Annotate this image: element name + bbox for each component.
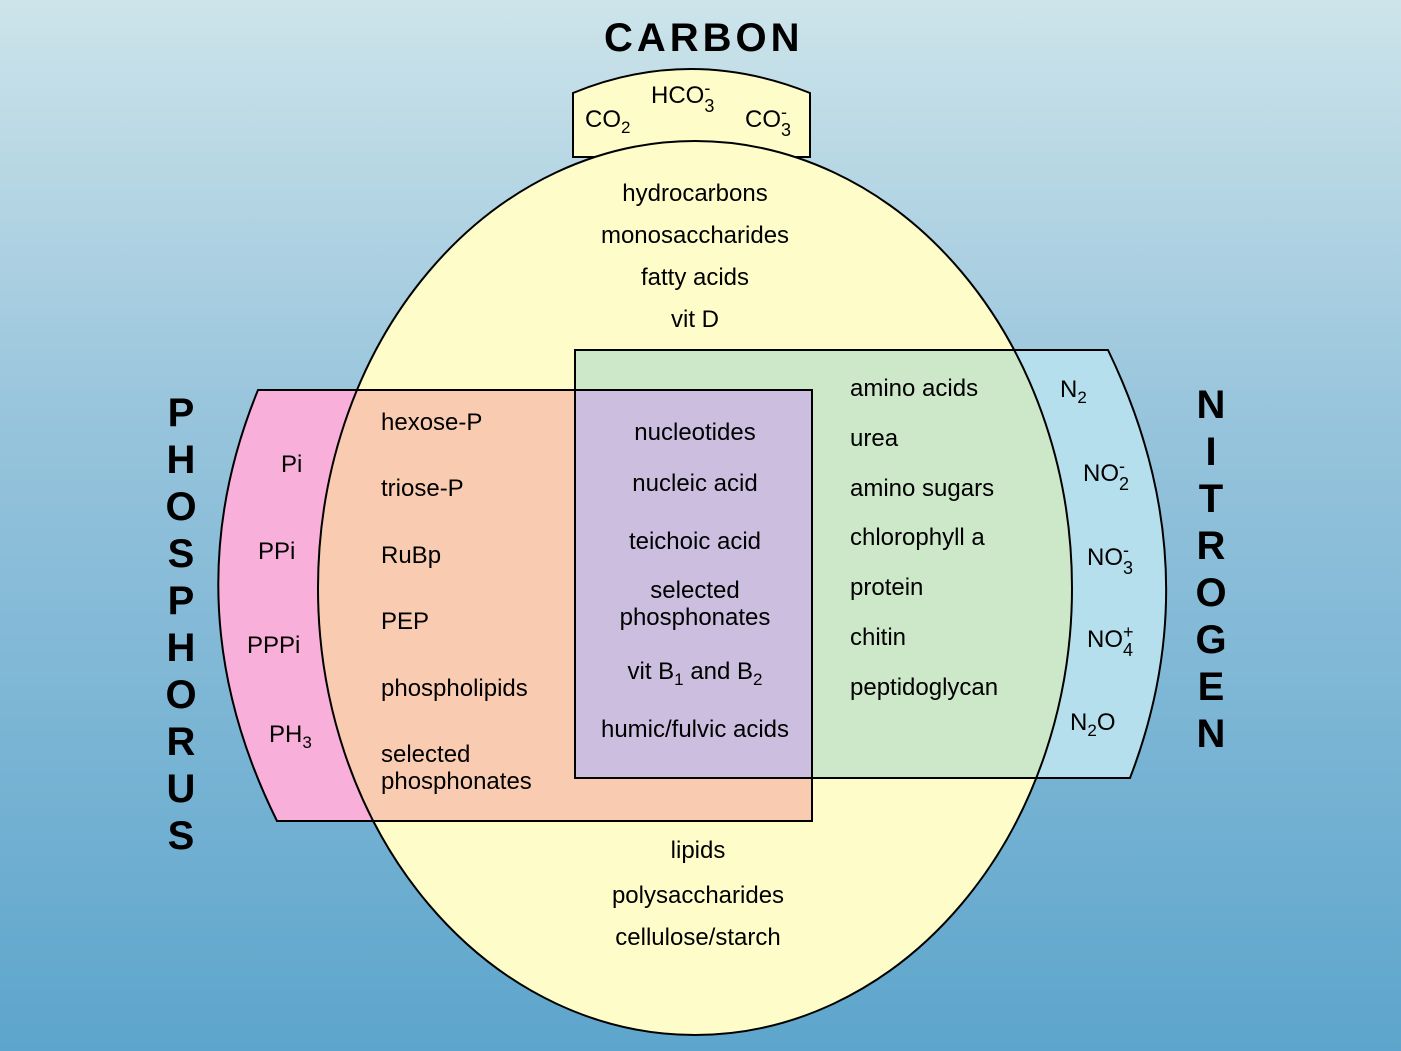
carbon-title: CARBON	[604, 16, 804, 60]
no2-label: NO-2	[1083, 456, 1130, 494]
carbon-compound: cellulose/starch	[615, 924, 781, 951]
carbon-compound: polysaccharides	[611, 882, 785, 909]
carbon-phosphorus-compound: PEP	[381, 608, 430, 635]
all-three-compound: nucleotides	[634, 419, 756, 446]
n2-label: N2	[1060, 376, 1087, 407]
carbon-compound: fatty acids	[640, 264, 750, 291]
carbon-nitrogen-compound: protein	[850, 574, 924, 601]
all-three-region	[575, 390, 812, 778]
carbon-compound: monosaccharides	[600, 222, 790, 249]
carbon-tab	[572, 68, 811, 158]
hco3-label: HCO-3	[651, 78, 715, 116]
carbon-compound: vit D	[671, 306, 719, 333]
carbon-compound: lipids	[670, 837, 726, 864]
carbon-phosphorus-compound: triose-P	[381, 475, 464, 502]
carbon-nitrogen-compound: chlorophyll a	[850, 524, 985, 551]
carbon-nitrogen-compound: amino acids	[850, 375, 979, 402]
phosphorus-inorganic: PPPi	[247, 632, 301, 659]
no3-label: NO-3	[1087, 540, 1134, 578]
vit-b-label: vit B1 and B2	[627, 658, 763, 689]
carbon-phosphorus-compound: phospholipids	[381, 675, 528, 702]
carbon-compound: hydrocarbons	[622, 180, 768, 207]
all-three-compound: nucleic acid	[632, 470, 758, 497]
co3-label: CO-3	[745, 102, 792, 140]
co2-label: CO2	[585, 106, 631, 137]
carbon-phosphorus-compound: hexose-P	[381, 409, 483, 436]
phosphorus-inorganic: PPi	[258, 538, 296, 565]
all-three-compound: humic/fulvic acids	[600, 716, 790, 743]
carbon-nitrogen-compound: peptidoglycan	[850, 674, 999, 701]
carbon-nitrogen-compound: chitin	[850, 624, 907, 651]
carbon-nitrogen-compound: urea	[850, 425, 899, 452]
all-three-compound: teichoic acid	[628, 528, 762, 555]
ph3-label: PH3	[269, 721, 312, 752]
carbon-nitrogen-compound: amino sugars	[850, 475, 995, 502]
carbon-phosphorus-compound: RuBp	[381, 542, 442, 569]
carbon-phosphorus-compound: selected phosphonates	[381, 741, 532, 795]
n2o-label: N2O	[1070, 709, 1116, 740]
no4-label: NO+4	[1087, 622, 1134, 660]
phosphorus-inorganic: Pi	[281, 451, 303, 478]
all-three-compound: selected phosphonates	[619, 577, 771, 631]
